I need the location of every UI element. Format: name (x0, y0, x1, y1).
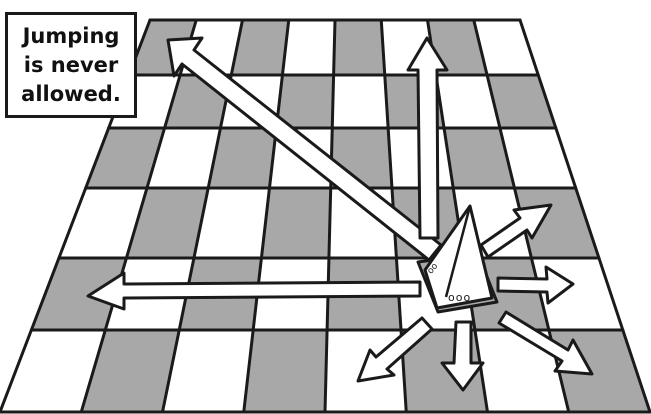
caption-line-3: allowed. (21, 80, 121, 109)
caption-line-1: Jumping (23, 22, 120, 51)
piece-mark-bottom: ooo (448, 291, 471, 304)
board-square (282, 20, 335, 75)
board-square (332, 75, 388, 128)
caption-line-2: is never (24, 51, 119, 80)
board-square (244, 330, 327, 412)
caption-box: Jumping is never allowed. (5, 12, 137, 118)
board-square (261, 188, 330, 258)
board-square (334, 20, 385, 75)
